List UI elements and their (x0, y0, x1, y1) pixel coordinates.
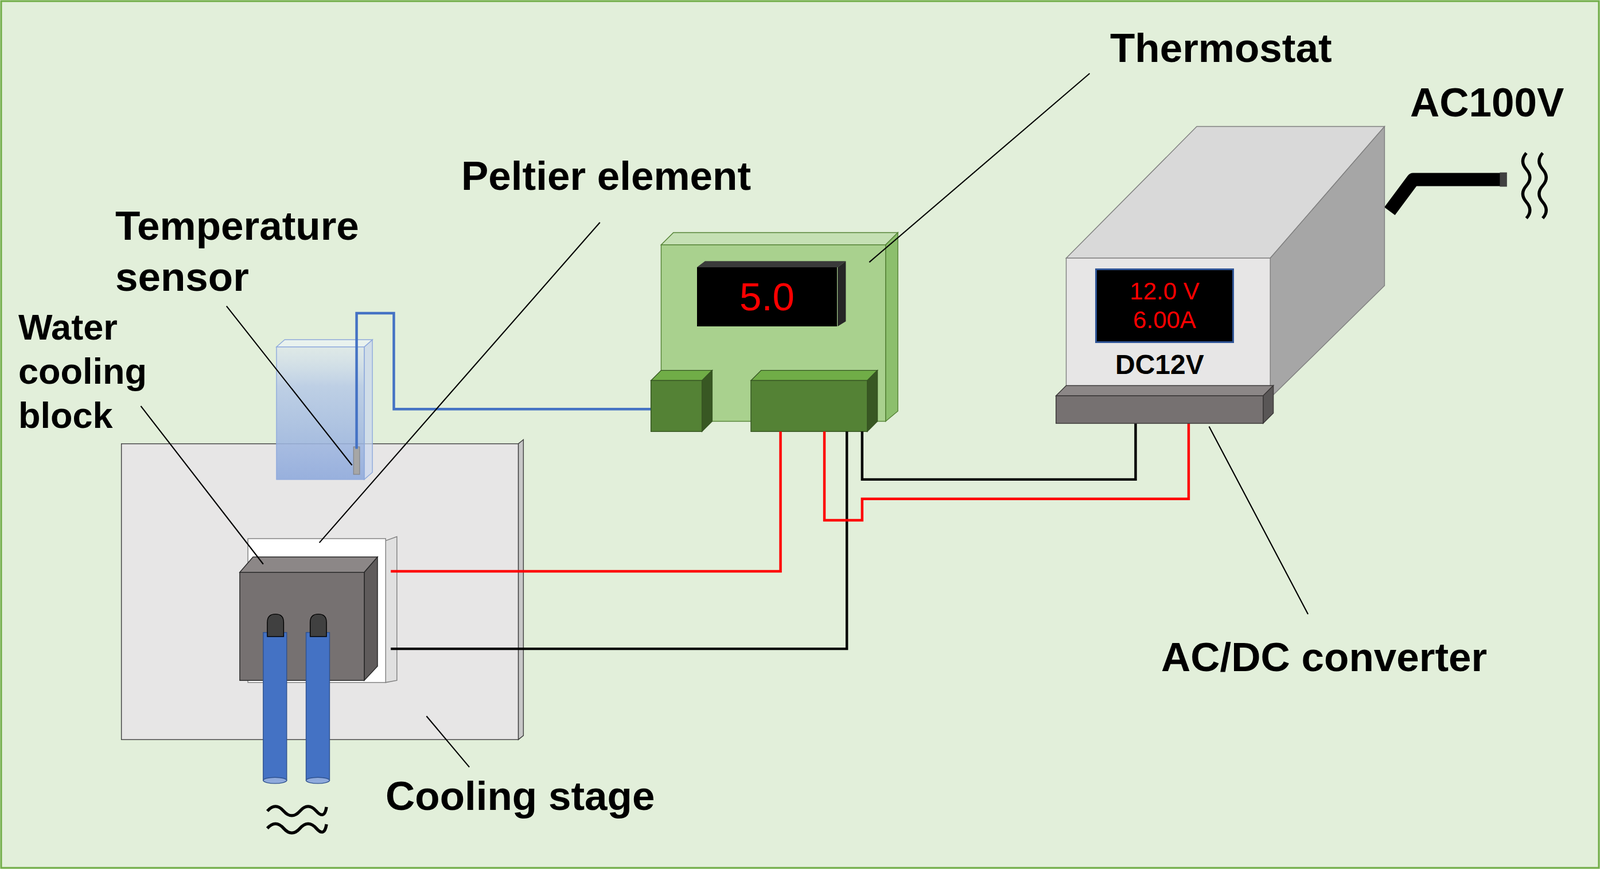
cable-end (1499, 172, 1507, 188)
terminal-side (867, 370, 878, 432)
break-symbol (267, 823, 327, 833)
power-cable (1389, 179, 1502, 212)
base-side (1263, 385, 1274, 424)
display-reading: 12.0 V (1129, 277, 1199, 306)
thermostat-display: 5.0 (697, 267, 838, 327)
leader-line (226, 306, 353, 466)
water-cooling-block (239, 572, 365, 681)
power-terminal (750, 380, 868, 432)
part-label: AC/DC converter (1161, 632, 1487, 684)
output-label: DC12V (1115, 348, 1205, 382)
break-symbol (1539, 153, 1547, 219)
tube-end (263, 777, 287, 784)
thermostat-top (660, 232, 898, 245)
display-top (697, 261, 847, 268)
converter-side (1270, 126, 1385, 399)
part-label: Peltier element (461, 150, 751, 202)
display-side (837, 261, 846, 327)
leader-line (319, 222, 601, 543)
sensor-terminal (651, 380, 703, 432)
water-tube (306, 632, 330, 781)
tube-end (306, 777, 330, 784)
converter-front (1066, 258, 1271, 399)
sensor-probe (353, 446, 360, 475)
red-wire (390, 431, 781, 572)
display-reading: 5.0 (739, 275, 795, 319)
part-label: Temperature sensor (115, 200, 391, 303)
break-symbol (1522, 153, 1530, 219)
part-label: Water cooling block (18, 305, 162, 438)
tube-nozzle (310, 614, 327, 637)
block-side (364, 557, 378, 681)
container-side (364, 339, 373, 480)
stage-side (518, 440, 524, 741)
terminal-top (750, 370, 878, 381)
terminal-base (1056, 395, 1264, 424)
red-wire (824, 407, 1189, 521)
display-reading: 6.00A (1133, 305, 1197, 335)
water-tube (263, 632, 287, 781)
sensor-cable (356, 313, 654, 450)
leader-line (869, 73, 1090, 263)
supply-label: AC100V (1410, 77, 1564, 129)
peltier-side (385, 536, 397, 683)
leader-line (426, 716, 470, 768)
base-top (1056, 385, 1274, 396)
leader-line (1209, 426, 1309, 614)
block-top (239, 557, 378, 573)
thermostat-side (885, 232, 898, 422)
container-top (276, 339, 373, 347)
converter-display: 12.0 V6.00A (1095, 268, 1234, 344)
break-symbol (267, 806, 327, 816)
water-container (276, 347, 365, 480)
part-label: Thermostat (1110, 22, 1333, 75)
terminal-side (702, 370, 713, 432)
tube-nozzle (267, 614, 284, 637)
black-wire (390, 431, 847, 649)
part-label: Cooling stage (385, 771, 655, 823)
leader-line (140, 406, 263, 565)
